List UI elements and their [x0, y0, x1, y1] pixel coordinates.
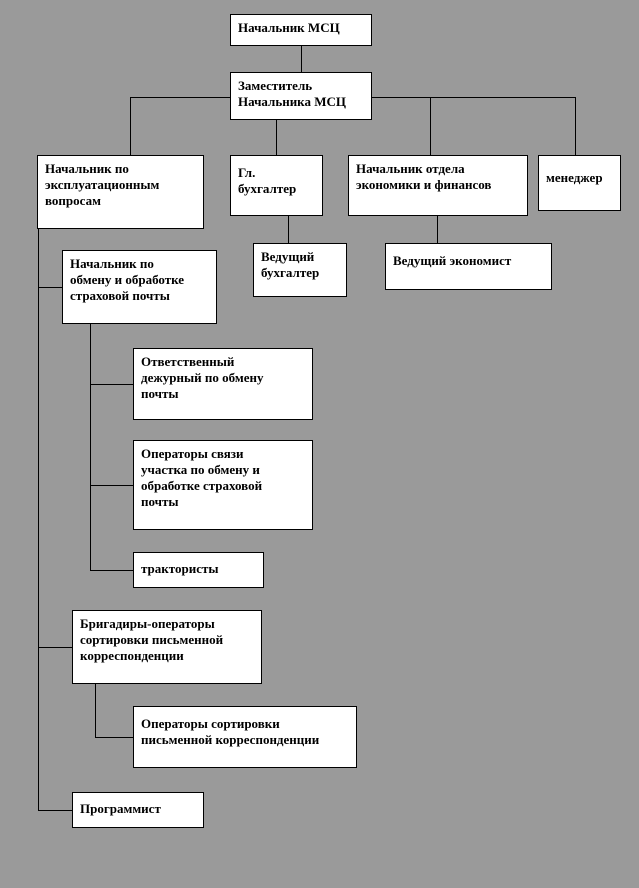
org-box-programmer: Программист — [72, 792, 204, 828]
org-box-economics-finance-chief: Начальник отдела экономики и финансов — [348, 155, 528, 216]
connector-line — [38, 810, 72, 811]
connector-line — [90, 384, 133, 385]
connector-line — [301, 46, 302, 72]
connector-line — [38, 287, 62, 288]
connector-line — [95, 737, 133, 738]
org-box-head-msc: Начальник МСЦ — [230, 14, 372, 46]
connector-line — [276, 120, 277, 155]
connector-line — [38, 647, 72, 648]
org-box-deputy-head-msc: Заместитель Начальника МСЦ — [230, 72, 372, 120]
connector-line — [430, 97, 431, 155]
org-box-insured-mail-chief: Начальник по обмену и обработке страхово… — [62, 250, 217, 324]
org-box-lead-economist: Ведущий экономист — [385, 243, 552, 290]
org-box-lead-accountant: Ведущий бухгалтер — [253, 243, 347, 297]
org-box-manager: менеджер — [538, 155, 621, 211]
connector-line — [90, 485, 133, 486]
connector-line — [90, 570, 133, 571]
connector-line — [575, 97, 576, 155]
org-box-duty-officer: Ответственный дежурный по обмену почты — [133, 348, 313, 420]
connector-line — [288, 216, 289, 243]
org-box-operations-chief: Начальник по эксплуатационным вопросам — [37, 155, 204, 229]
connector-line — [130, 97, 131, 155]
connector-line — [130, 97, 230, 98]
org-box-sorting-foremen: Бригадиры-операторы сортировки письменно… — [72, 610, 262, 684]
connector-line — [437, 216, 438, 243]
connector-line — [95, 684, 96, 738]
connector-line — [372, 97, 575, 98]
connector-line — [90, 324, 91, 571]
org-box-sorting-operators: Операторы сортировки письменной корреспо… — [133, 706, 357, 768]
connector-line — [38, 229, 39, 811]
org-box-tractor-drivers: трактористы — [133, 552, 264, 588]
org-box-chief-accountant: Гл. бухгалтер — [230, 155, 323, 216]
org-box-mail-exchange-operators: Операторы связи участка по обмену и обра… — [133, 440, 313, 530]
